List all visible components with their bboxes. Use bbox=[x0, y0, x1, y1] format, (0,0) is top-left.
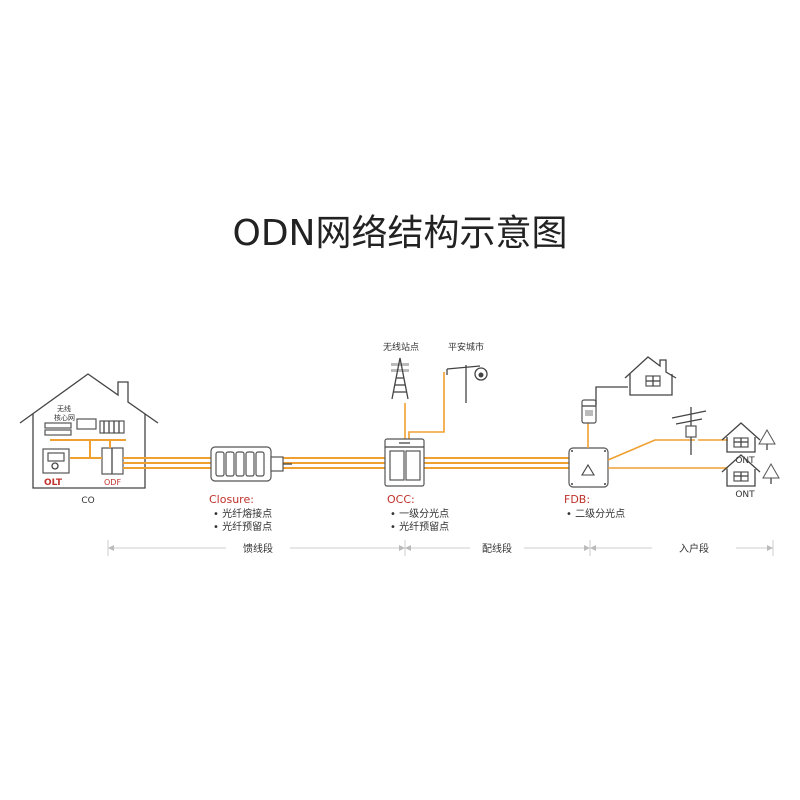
ont-label: ONT bbox=[735, 456, 755, 466]
occ-bullet: • 一级分光点 bbox=[390, 507, 449, 520]
segment-distribution-label: 配线段 bbox=[482, 542, 512, 555]
odf-label: ODF bbox=[104, 478, 121, 487]
fdb-box bbox=[568, 447, 609, 488]
surveillance-camera-icon bbox=[446, 365, 488, 403]
main-fiber-cable bbox=[123, 457, 600, 469]
ont-house-icon bbox=[721, 454, 780, 487]
ont-house-icon bbox=[721, 422, 776, 453]
segment-feeder-label: 馈线段 bbox=[243, 542, 273, 555]
utility-pole-icon bbox=[671, 407, 707, 455]
olt-label: OLT bbox=[44, 478, 63, 488]
occ-cabinet bbox=[384, 438, 425, 487]
wireless-site-label: 无线站点 bbox=[383, 341, 419, 353]
ont-label: ONT bbox=[735, 490, 755, 500]
co-label: CO bbox=[81, 496, 94, 506]
top-house-icon bbox=[624, 356, 677, 396]
core-network-label-line2: 核心网 bbox=[54, 413, 75, 422]
occ-bullet: • 光纤预留点 bbox=[390, 520, 449, 533]
closure-name: Closure: bbox=[209, 493, 254, 506]
page-title: ODN网络结构示意图 bbox=[233, 213, 568, 254]
core-network-label-line1: 无线 bbox=[57, 404, 71, 413]
co-internal-fiber bbox=[50, 439, 126, 459]
terminal-box-icon bbox=[581, 386, 628, 424]
fdb-bullet: • 二级分光点 bbox=[566, 507, 625, 520]
closure-device bbox=[210, 446, 292, 482]
olt-device: OLT bbox=[42, 448, 70, 488]
closure-bullet: • 光纤熔接点 bbox=[213, 507, 272, 520]
segment-drop-label: 入户段 bbox=[679, 542, 709, 555]
drop-fiber bbox=[587, 423, 728, 469]
odf-device: ODF bbox=[101, 447, 124, 487]
wireless-tower-icon bbox=[391, 357, 409, 400]
segment-dimension-line bbox=[107, 540, 774, 556]
core-network-equipment: 无线 核心网 bbox=[44, 404, 125, 436]
closure-bullet: • 光纤预留点 bbox=[213, 520, 272, 533]
occ-name: OCC: bbox=[387, 493, 415, 506]
fdb-name: FDB: bbox=[564, 493, 590, 506]
safe-city-label: 平安城市 bbox=[448, 341, 484, 353]
occ-branch-fiber bbox=[404, 372, 445, 439]
co-building: CO bbox=[19, 373, 159, 506]
